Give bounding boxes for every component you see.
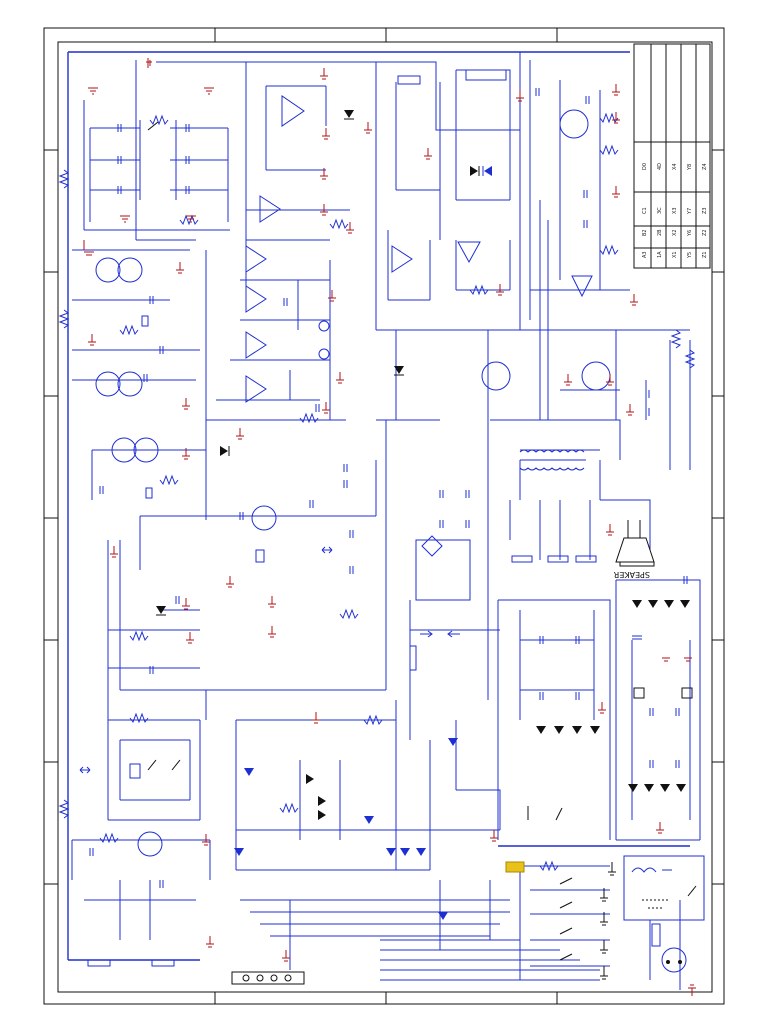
resistors [58,112,696,872]
title-cell: 2B [657,229,663,236]
title-cell: Z2 [702,229,708,236]
op-amps [245,95,593,403]
title-cell: Y6 [687,230,693,237]
vacuum-tubes [95,109,687,973]
title-cell: Z3 [702,207,708,214]
title-block: A3 B2 C1 D0 1A 2B 3C 4D X1 X2 X3 X4 Y5 Y… [633,43,711,269]
switches [147,121,697,961]
fuse-icon [505,861,525,873]
title-cell: Y7 [687,208,693,215]
title-cell: X2 [672,229,678,236]
capacitors [89,88,688,888]
title-cell: 1A [657,251,663,258]
diodes [156,110,690,920]
title-cell: C1 [642,207,648,214]
arrow-marks [79,546,460,774]
relays [129,315,693,779]
title-cell: A3 [642,251,648,258]
speaker-label: SPEAKER [613,570,650,579]
title-cell: X3 [672,207,678,214]
title-cell: X4 [672,163,678,170]
title-cell: B2 [642,229,648,236]
title-cell: Z4 [702,163,708,170]
output-terminals [87,555,597,967]
title-cell: 3C [657,207,663,214]
speaker-icon [615,520,655,567]
title-cell: Z1 [702,251,708,258]
power-input [631,867,682,964]
title-cell: X1 [672,251,678,258]
title-cell: 4D [657,163,663,170]
ground-symbols [83,58,696,996]
drawing-frame [43,27,725,1005]
chassis-grounds [600,862,616,980]
title-cell: Y8 [687,164,693,171]
output-transformer [519,449,586,471]
rectifier-bridge [421,535,443,557]
connector-strip [231,971,305,985]
title-cell: Y5 [687,252,693,259]
test-points [318,69,507,671]
wiring [67,51,705,990]
title-cell: D0 [642,163,648,170]
